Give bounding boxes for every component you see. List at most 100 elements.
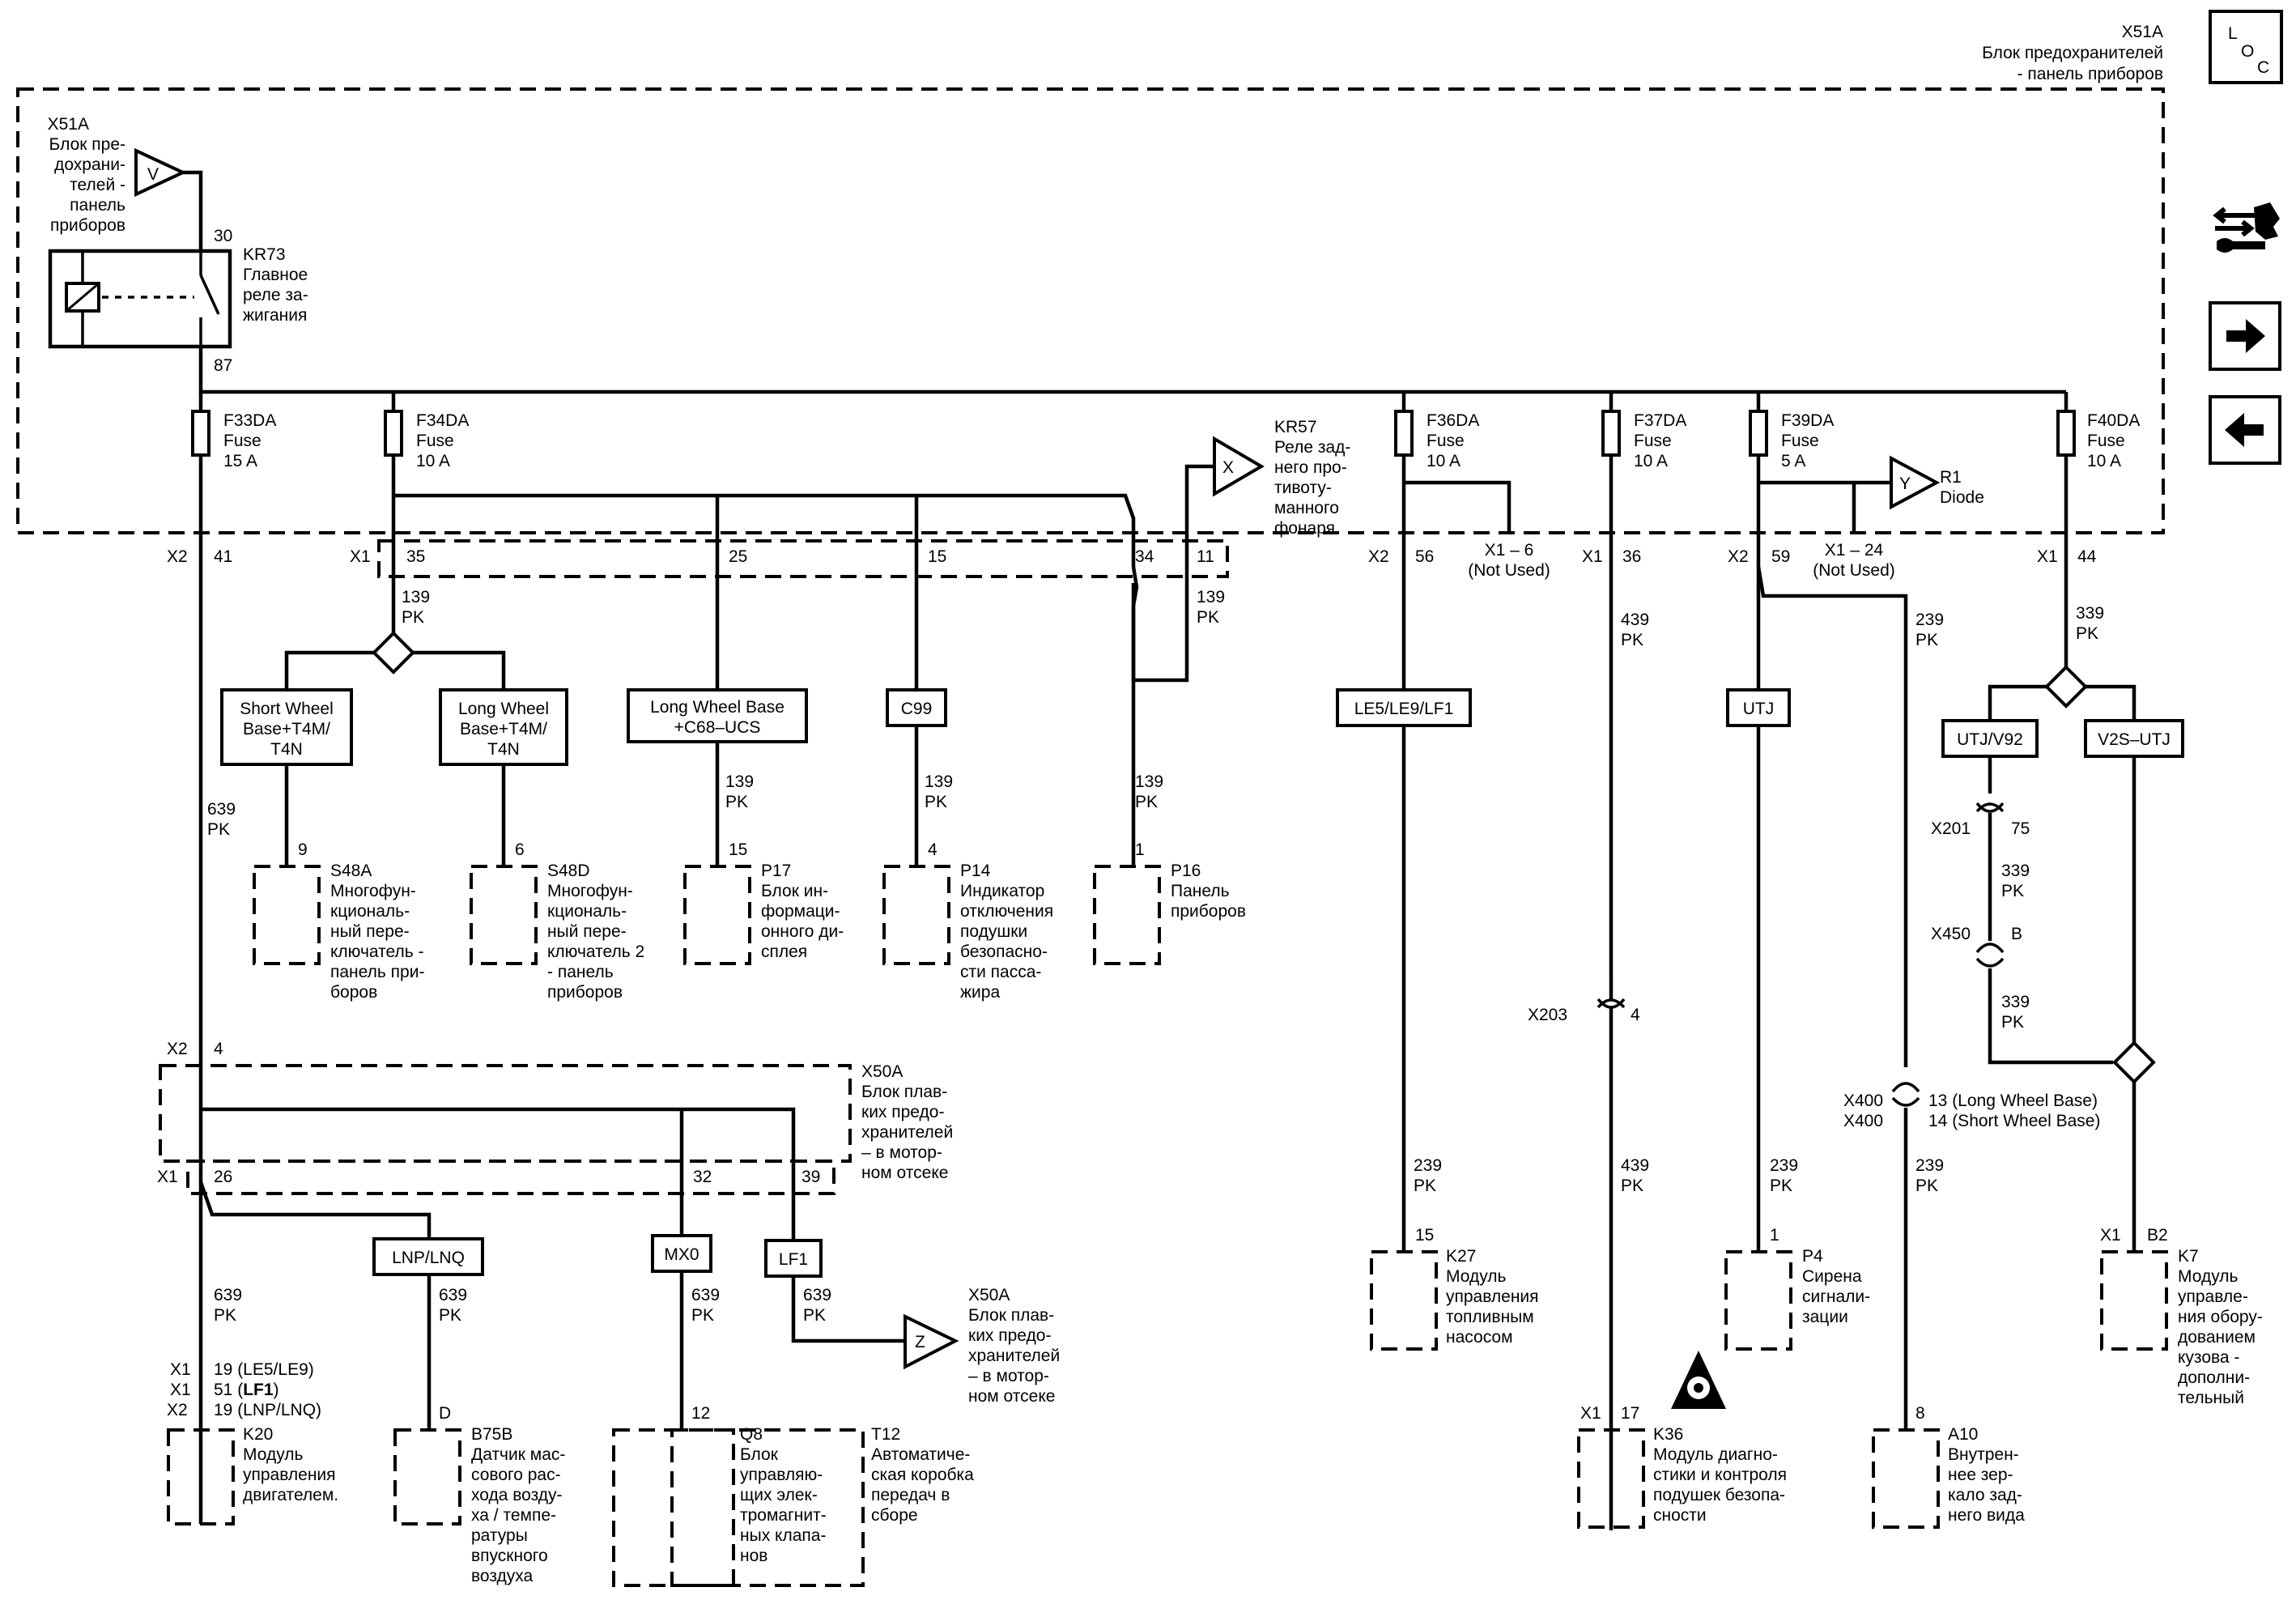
svg-text:Блок ин-: Блок ин- [761,882,828,900]
svg-text:панель: панель [70,196,125,215]
x50a-pin-26: 26 [214,1168,232,1186]
conn-pin-15: 15 [928,547,946,566]
svg-text:10 A: 10 A [2087,452,2121,470]
wire-339-a-color: PK [2076,624,2098,643]
svg-text:Base+T4M/: Base+T4M/ [243,720,330,738]
svg-text:подушек безопа-: подушек безопа- [1653,1486,1785,1504]
svg-text:манного: манного [1274,499,1339,517]
fuse-f33da: F33DA Fuse 15 A [191,392,276,1524]
svg-text:- панель: - панель [547,963,614,981]
svg-text:P14: P14 [960,862,991,880]
svg-text:управления: управления [243,1466,336,1484]
svg-text:ный пере-: ный пере- [330,922,410,941]
svg-text:двигателем.: двигателем. [243,1486,338,1504]
svg-text:C: C [2257,58,2269,77]
svg-text:зации: зации [1802,1308,1848,1326]
x1-6-label: X1 – 6 [1485,541,1534,560]
wire-639-e-color: PK [803,1306,826,1325]
inline-connector-x400: X400 X400 13 (Long Wheel Base) 14 (Short… [1843,1082,2100,1430]
svg-text:X400: X400 [1843,1112,1883,1130]
conn-pin-11: 11 [1197,547,1214,566]
svg-text:жира: жира [960,983,1000,1002]
svg-text:приборов: приборов [547,983,623,1002]
wire-239-d-color: PK [1915,1177,1938,1195]
svg-text:10 A: 10 A [1634,452,1668,470]
conn-pin-25: 25 [729,547,747,566]
svg-text:X1: X1 [170,1381,191,1399]
svg-text:R1: R1 [1940,468,1962,487]
svg-text:ключатель 2: ключатель 2 [547,943,644,961]
svg-text:X: X [1222,458,1234,477]
svg-text:X1: X1 [1580,1404,1601,1423]
svg-text:X450: X450 [1931,925,1971,943]
wire-339-c-color: PK [2001,1013,2024,1032]
svg-text:него вида: него вида [1948,1506,2025,1525]
component-p14: 4 P14 Индикатор отключения подушки безоп… [882,840,1053,1002]
arrow-left-icon[interactable] [2209,395,2281,465]
option-lwb-c68 [627,688,808,743]
svg-text:75: 75 [2011,819,2030,838]
arrow-right-icon[interactable] [2209,301,2281,371]
svg-text:приборов: приборов [1171,902,1246,921]
relay-desc-3: жигания [243,306,307,325]
option-swb [220,688,353,766]
svg-text:T4N: T4N [270,740,303,759]
svg-text:10 A: 10 A [416,452,450,470]
svg-text:Fuse: Fuse [2087,432,2125,450]
svg-text:5 A: 5 A [1781,452,1805,470]
svg-text:P16: P16 [1171,862,1201,880]
svg-text:X50A: X50A [968,1286,1010,1304]
lnp-branch [198,1181,432,1239]
relay-pin-87: 87 [214,356,232,375]
component-k27: 15 K27 Модуль управления топливным насос… [1370,1226,1539,1351]
svg-text:K20: K20 [243,1425,273,1444]
wire-139-b-num: 139 [1197,588,1225,606]
wire-239-c-color: PK [1770,1177,1792,1195]
wire-639-c-color: PK [439,1306,461,1325]
conn-x1-36-conn: X1 [1582,547,1603,566]
svg-text:хранителей: хранителей [968,1347,1060,1365]
option-mx0 [651,1234,712,1273]
wire-639-a-color: PK [207,820,230,839]
x50a-top-pin: 4 [214,1040,223,1058]
wiring-tool-icon[interactable] [2209,191,2281,261]
wire-439-a-num: 439 [1621,611,1649,629]
component-t12: 12 Q8 Блок управляю- щих элек- тромагнит… [612,1404,974,1587]
svg-text:Модуль: Модуль [1446,1267,1506,1286]
svg-text:F36DA: F36DA [1426,411,1479,430]
svg-text:ном отсеке: ном отсеке [861,1164,948,1182]
header-title-2: - панель приборов [2018,65,2164,83]
wire-639-e-num: 639 [803,1286,831,1304]
relay-code: KR73 [243,245,286,264]
diode-r1-ref: Y R1 Diode [1890,455,1984,510]
fuse-f36da: F36DA Fuse 10 A [1394,392,1512,690]
svg-text:дополни-: дополни- [2178,1368,2250,1387]
svg-text:MX0: MX0 [664,1245,699,1264]
svg-text:дохрани-: дохрани- [54,155,125,174]
wire-439-b-num: 439 [1621,1156,1649,1175]
splice-diamond-k7 [2112,1040,2156,1084]
relay-kr57-ref: X KR57 Реле зад- него про- тивоту- манно… [1213,418,1350,538]
component-k20: X1 X1 X2 19 (LE5/LE9) 51 (LF1) 19 (LNP/L… [167,1360,338,1526]
svg-text:Base+T4M/: Base+T4M/ [460,720,547,738]
svg-text:T12: T12 [871,1425,900,1444]
kr57-feed [1131,464,1214,683]
svg-text:14 (Short Wheel Base): 14 (Short Wheel Base) [1928,1112,2100,1130]
svg-text:сборе: сборе [871,1506,918,1525]
svg-text:19 (LE5/LE9): 19 (LE5/LE9) [214,1360,314,1379]
x1-6-note: (Not Used) [1468,561,1550,580]
svg-text:6: 6 [515,840,525,859]
conn-x1-35-conn: X1 [350,547,371,566]
svg-text:Многофун-: Многофун- [330,882,416,900]
svg-text:топливным: топливным [1446,1308,1534,1326]
svg-text:D: D [439,1404,451,1423]
x50a-pin-39: 39 [801,1168,820,1186]
x50a-internal-bus [201,1107,796,1236]
conn-x2-59-pin: 59 [1771,547,1790,566]
svg-text:B2: B2 [2147,1226,2168,1245]
wire-139-a-color: PK [402,608,424,627]
wire-439-b-color: PK [1621,1177,1643,1195]
svg-text:тромагнит-: тромагнит- [740,1506,827,1525]
x1-24-label: X1 – 24 [1825,541,1884,560]
loc-icon[interactable]: L O C [2209,10,2283,84]
